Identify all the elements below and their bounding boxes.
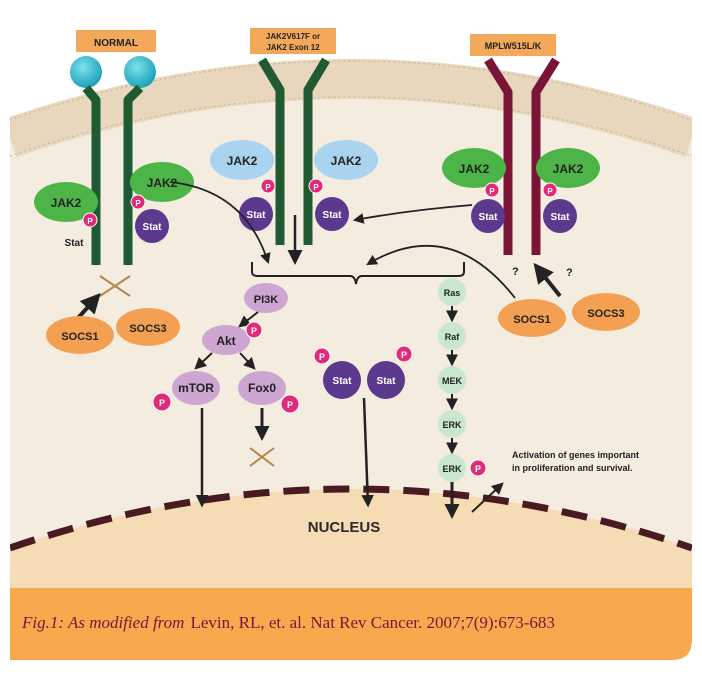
svg-text:Raf: Raf <box>445 332 461 342</box>
svg-text:JAK2: JAK2 <box>459 162 490 176</box>
svg-text:SOCS1: SOCS1 <box>61 331 98 343</box>
svg-text:Stat: Stat <box>143 222 163 233</box>
svg-text:P: P <box>489 187 495 196</box>
svg-text:MPLW515L/K: MPLW515L/K <box>485 41 542 51</box>
svg-text:P: P <box>265 183 271 192</box>
ligand-ball-left <box>70 56 102 88</box>
svg-text:SOCS3: SOCS3 <box>587 308 624 320</box>
socs3-left <box>116 308 180 346</box>
nucleus-region <box>10 489 692 590</box>
svg-text:P: P <box>313 183 319 192</box>
svg-text:?: ? <box>566 267 573 279</box>
svg-text:P: P <box>475 464 481 474</box>
cytoplasm <box>10 79 692 590</box>
svg-text:Stat: Stat <box>551 212 571 223</box>
svg-text:P: P <box>87 217 93 226</box>
jak2-normal-right <box>130 162 194 202</box>
svg-text:Stat: Stat <box>65 238 85 249</box>
svg-text:P: P <box>159 398 165 408</box>
svg-text:P: P <box>135 199 141 208</box>
activation-text-line2: in proliferation and survival. <box>512 463 633 473</box>
svg-text:JAK2: JAK2 <box>147 176 178 190</box>
jak2-light-right <box>314 140 378 180</box>
normal-label: NORMAL <box>94 38 138 49</box>
svg-text:Stat: Stat <box>323 210 343 221</box>
svg-text:SOCS3: SOCS3 <box>129 323 166 335</box>
svg-text:JAK2: JAK2 <box>51 196 82 210</box>
svg-text:Akt: Akt <box>216 334 235 348</box>
svg-text:JAK2: JAK2 <box>331 154 362 168</box>
jak2-mpl-right <box>536 148 600 188</box>
activation-text-line1: Activation of genes important <box>512 450 639 460</box>
jak2-normal-left <box>34 182 98 222</box>
svg-text:P: P <box>251 326 257 336</box>
svg-text:Stat: Stat <box>377 376 397 387</box>
svg-text:mTOR: mTOR <box>178 381 214 395</box>
svg-text:JAK2: JAK2 <box>227 154 258 168</box>
svg-text:P: P <box>319 352 325 362</box>
svg-text:Fox0: Fox0 <box>248 381 276 395</box>
svg-text:SOCS1: SOCS1 <box>513 314 550 326</box>
svg-text:P: P <box>287 400 293 410</box>
nucleus-label: NUCLEUS <box>308 519 381 536</box>
mpl-mutant-receptor: MPLW515L/K JAK2 JAK2 P P Stat Stat ? ? S… <box>442 34 640 337</box>
svg-text:Stat: Stat <box>333 376 353 387</box>
svg-text:Stat: Stat <box>247 210 267 221</box>
svg-text:JAK2: JAK2 <box>553 162 584 176</box>
svg-text:MEK: MEK <box>442 376 463 386</box>
stat-mpl-left <box>471 199 505 233</box>
stat-mid-right <box>315 197 349 231</box>
stat-dimer: Stat Stat P P <box>313 345 413 508</box>
svg-text:Ras: Ras <box>444 288 461 298</box>
ligand-ball-right <box>124 56 156 88</box>
jak2-light-left <box>210 140 274 180</box>
svg-text:PI3K: PI3K <box>254 294 279 306</box>
svg-text:P: P <box>547 187 553 196</box>
jak2-mutant-receptor: JAK2V617F or JAK2 Exon 12 JAK2 JAK2 P P … <box>210 28 378 265</box>
nuclear-envelope <box>10 485 692 552</box>
socs3-right <box>572 293 640 331</box>
normal-receptor: NORMAL JAK2 P Stat JAK2 P Stat SOCS1 SOC… <box>34 30 194 354</box>
stat-mpl-right <box>543 199 577 233</box>
svg-text:ERK: ERK <box>442 420 462 430</box>
svg-text:JAK2 Exon 12: JAK2 Exon 12 <box>266 43 320 52</box>
cell-membrane <box>10 59 692 157</box>
socs1-left <box>46 316 114 354</box>
stat-normal <box>135 209 169 243</box>
convergence-brace <box>251 262 465 285</box>
socs1-right <box>498 299 566 337</box>
svg-text:?: ? <box>512 266 519 278</box>
svg-text:P: P <box>401 350 407 360</box>
svg-text:Stat: Stat <box>479 212 499 223</box>
jak2-mpl-left <box>442 148 506 188</box>
pi3k-branch: PI3K Akt P mTOR P Fox0 P <box>152 283 300 508</box>
svg-text:ERK: ERK <box>442 464 462 474</box>
mapk-branch: Ras Raf MEK ERK ERK P <box>438 278 504 519</box>
svg-text:JAK2V617F or: JAK2V617F or <box>266 32 320 41</box>
caption-bar <box>10 588 692 660</box>
